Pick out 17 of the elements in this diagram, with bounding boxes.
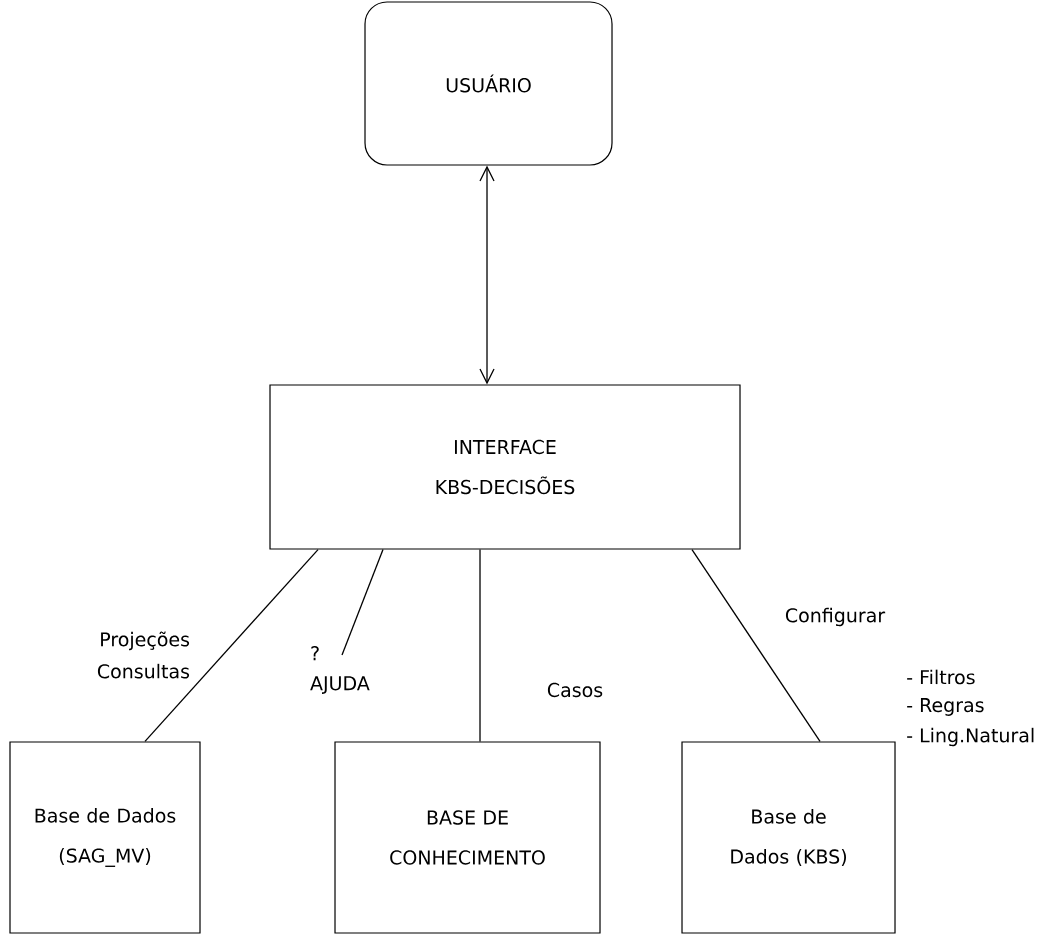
list-item: - Ling.Natural — [907, 727, 1034, 747]
process-box: Base de Dados (KBS) — [681, 741, 896, 934]
rounded-box: USUÁRIO — [364, 1, 613, 166]
connector-line — [691, 548, 821, 743]
double-arrow — [479, 165, 495, 385]
connector-line — [144, 548, 319, 743]
connector-line — [479, 548, 481, 743]
connector-line — [341, 548, 384, 656]
process-box: INTERFACE KBS-DECISÕES — [269, 384, 741, 550]
edge-label: Casos — [547, 682, 603, 698]
text-label: ? AJUDA — [310, 646, 370, 694]
list-item: - Filtros — [907, 669, 975, 685]
process-box: Base de Dados (SAG_MV) — [9, 741, 201, 934]
edge-label: Projeções Consultas — [97, 631, 190, 679]
process-box: BASE DE CONHECIMENTO — [334, 741, 601, 934]
edge-label: Configurar — [785, 607, 886, 627]
list-item: - Regras — [907, 698, 984, 716]
